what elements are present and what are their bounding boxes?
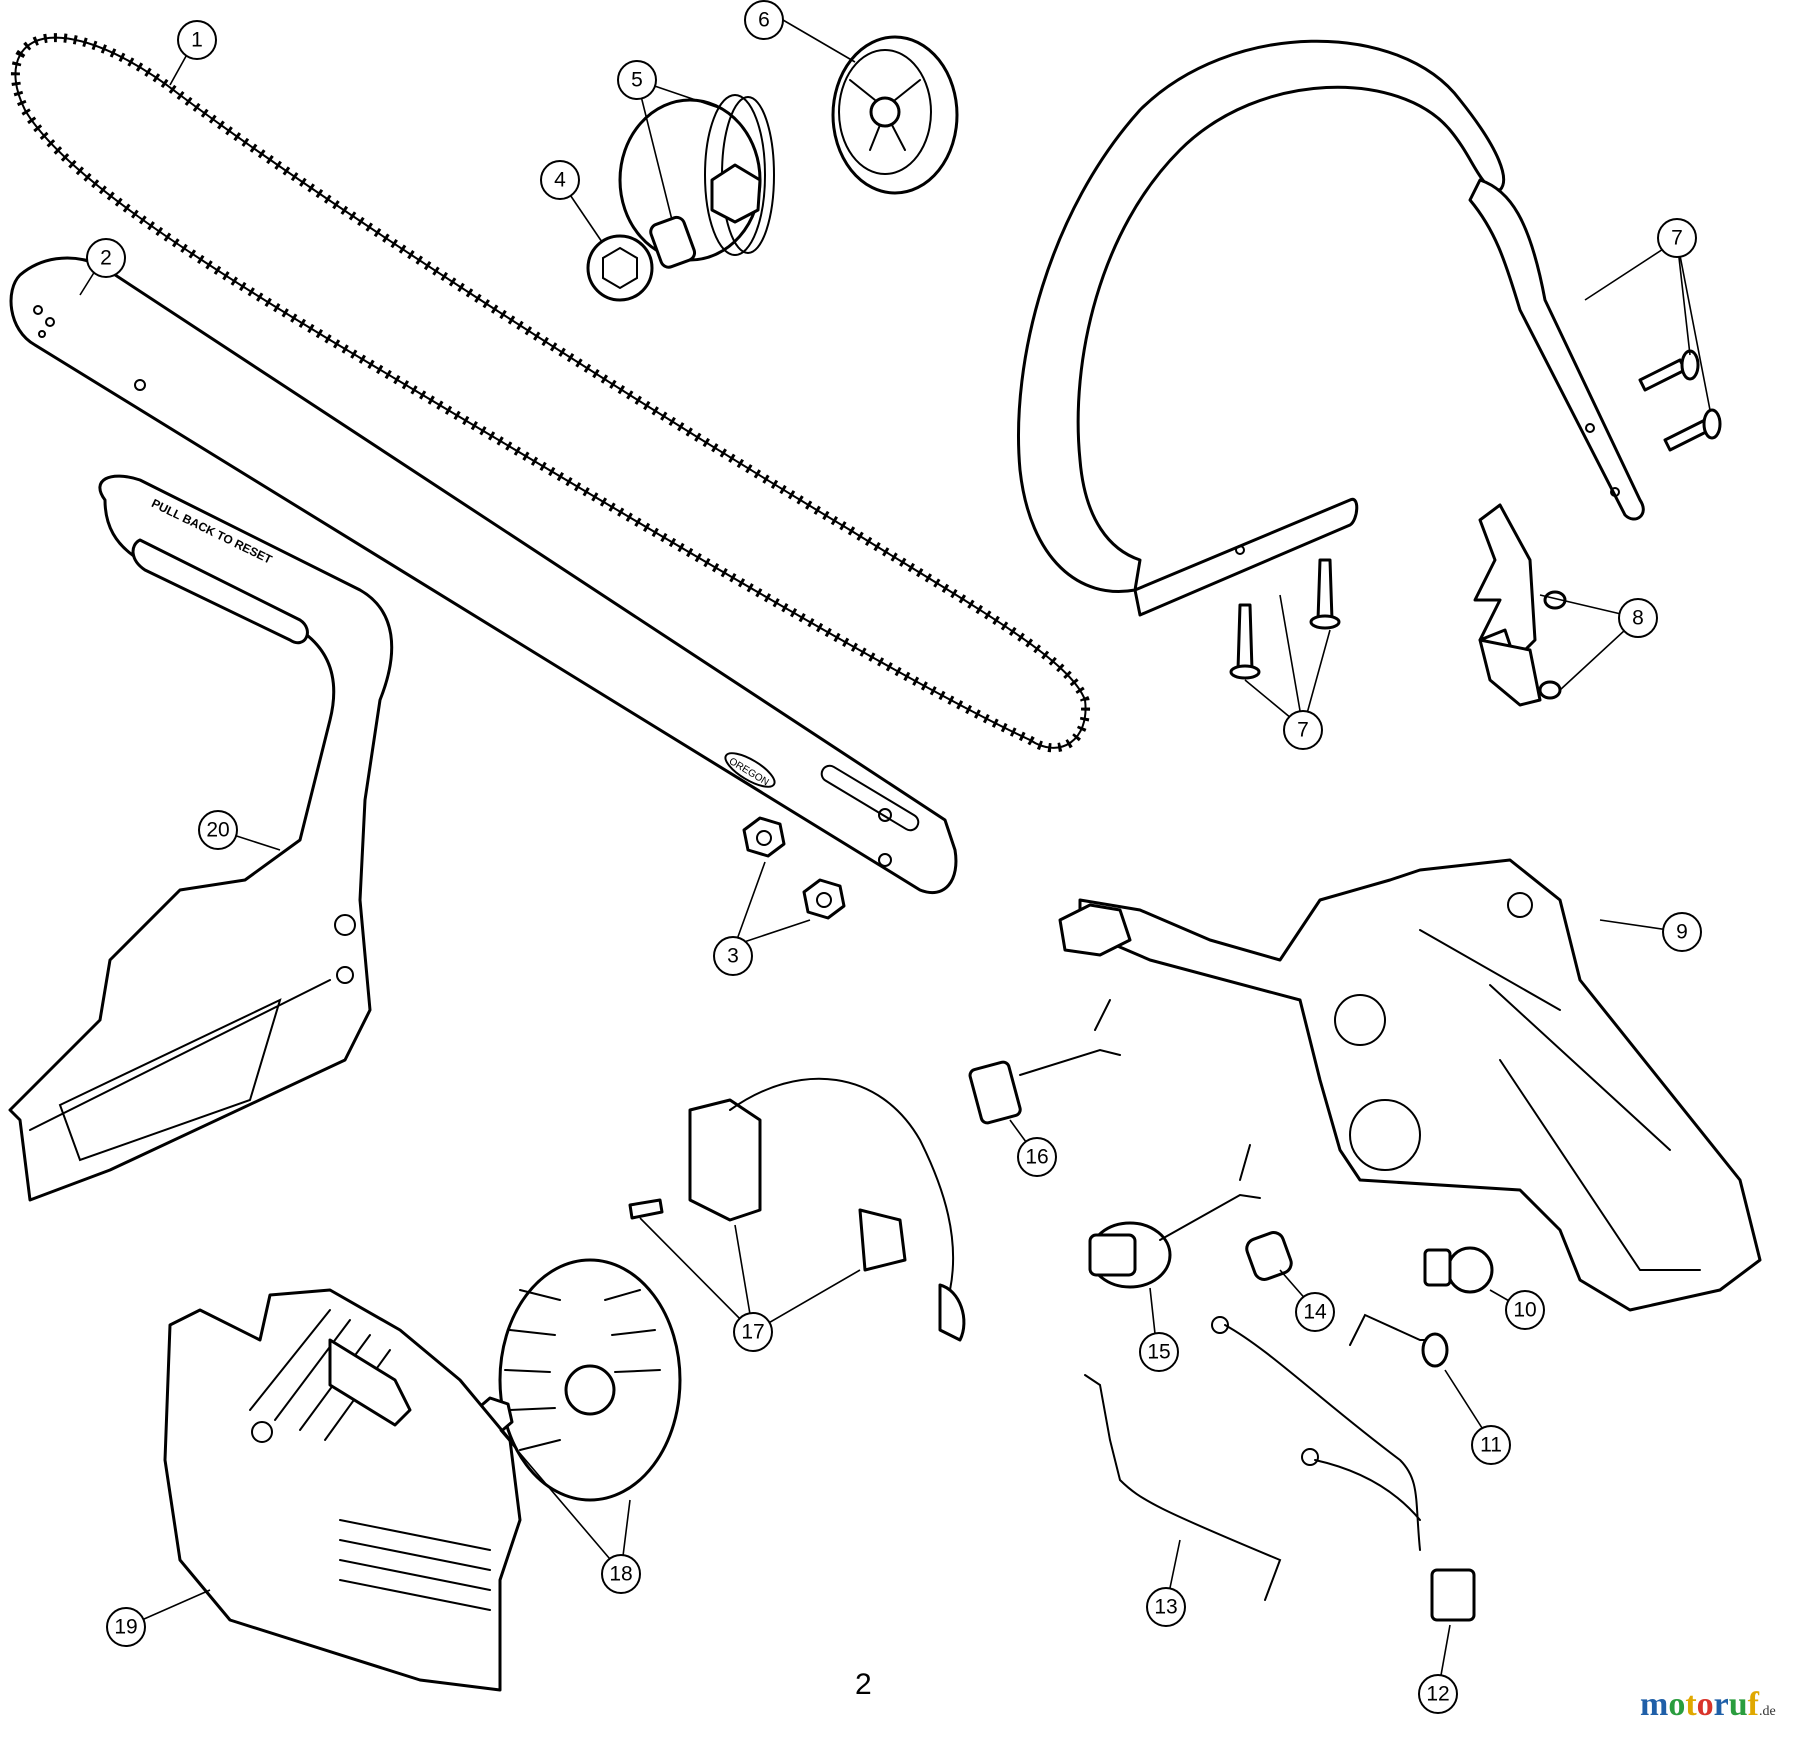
watermark-letter: m <box>1640 1686 1669 1723</box>
svg-text:15: 15 <box>1147 1341 1170 1364</box>
callout-3: 3 <box>713 936 753 976</box>
flywheel <box>474 1258 682 1502</box>
watermark-letters: motoruf <box>1640 1686 1759 1723</box>
motoruf-watermark: motoruf.de <box>1640 1686 1776 1724</box>
svg-text:12: 12 <box>1426 1683 1449 1706</box>
bar-nuts <box>742 816 846 920</box>
stop-switch-wiring <box>1211 1316 1476 1622</box>
fuel-filter <box>1245 1231 1293 1281</box>
svg-text:7: 7 <box>1297 719 1309 742</box>
callout-7-handle-bolts: 7 <box>1283 710 1323 750</box>
throttle-rod <box>1084 1374 1282 1601</box>
callout-9: 9 <box>1662 912 1702 952</box>
svg-text:11: 11 <box>1480 1434 1502 1457</box>
watermark-letter: o <box>1668 1686 1686 1723</box>
callout-7-handle-screws: 7 <box>1657 218 1697 258</box>
choke-rod <box>1349 1313 1449 1368</box>
handle-screws <box>1229 349 1722 680</box>
callout-4: 4 <box>540 160 580 200</box>
svg-text:19: 19 <box>114 1616 137 1639</box>
watermark-letter: r <box>1713 1686 1729 1723</box>
callout-18: 18 <box>601 1554 641 1594</box>
svg-text:16: 16 <box>1025 1146 1048 1169</box>
svg-text:20: 20 <box>206 819 229 842</box>
watermark-letter: u <box>1728 1686 1748 1723</box>
page-number: 2 <box>855 1668 872 1701</box>
callout-13: 13 <box>1146 1587 1186 1627</box>
callout-20: 20 <box>198 810 238 850</box>
callout-10: 10 <box>1505 1290 1545 1330</box>
callout-16: 16 <box>1017 1137 1057 1177</box>
svg-text:17: 17 <box>741 1321 764 1344</box>
svg-text:18: 18 <box>609 1563 632 1586</box>
callout-2: 2 <box>86 238 126 278</box>
callout-5: 5 <box>617 60 657 100</box>
callout-14: 14 <box>1295 1292 1335 1332</box>
callout-11: 11 <box>1471 1425 1511 1465</box>
svg-text:10: 10 <box>1513 1299 1536 1322</box>
callout-17: 17 <box>733 1312 773 1352</box>
callout-15: 15 <box>1139 1332 1179 1372</box>
ignition-coil <box>628 1077 966 1342</box>
watermark-tld: .de <box>1759 1704 1776 1719</box>
front-handle <box>1017 39 1645 617</box>
callout-8: 8 <box>1618 598 1658 638</box>
rim-sprocket <box>586 234 654 302</box>
svg-text:14: 14 <box>1303 1301 1327 1324</box>
oil-cap <box>968 999 1121 1125</box>
svg-text:5: 5 <box>631 69 643 92</box>
svg-text:13: 13 <box>1154 1596 1177 1619</box>
watermark-letter: f <box>1747 1686 1759 1723</box>
svg-text:1: 1 <box>191 29 203 52</box>
clutch-drum <box>618 94 775 269</box>
fuel-cap <box>1088 1144 1261 1289</box>
callout-12: 12 <box>1418 1674 1458 1714</box>
svg-text:4: 4 <box>554 169 566 192</box>
svg-text:8: 8 <box>1632 607 1644 630</box>
svg-text:6: 6 <box>758 9 770 32</box>
bumper-spikes <box>1473 503 1567 707</box>
svg-text:2: 2 <box>100 247 112 270</box>
svg-text:7: 7 <box>1671 227 1683 250</box>
callout-6: 6 <box>744 0 784 40</box>
guide-bar: OREGON <box>9 256 958 895</box>
clutch <box>831 35 959 195</box>
callout-1: 1 <box>177 20 217 60</box>
tank-housing <box>1058 858 1762 1312</box>
svg-text:9: 9 <box>1676 921 1688 944</box>
saw-chain <box>10 33 1091 753</box>
watermark-letter: t <box>1685 1686 1697 1723</box>
callout-19: 19 <box>106 1607 146 1647</box>
watermark-letter: o <box>1696 1686 1714 1723</box>
primer-bulb <box>1423 1246 1494 1294</box>
starter-housing <box>163 1288 522 1692</box>
svg-text:3: 3 <box>727 945 739 968</box>
